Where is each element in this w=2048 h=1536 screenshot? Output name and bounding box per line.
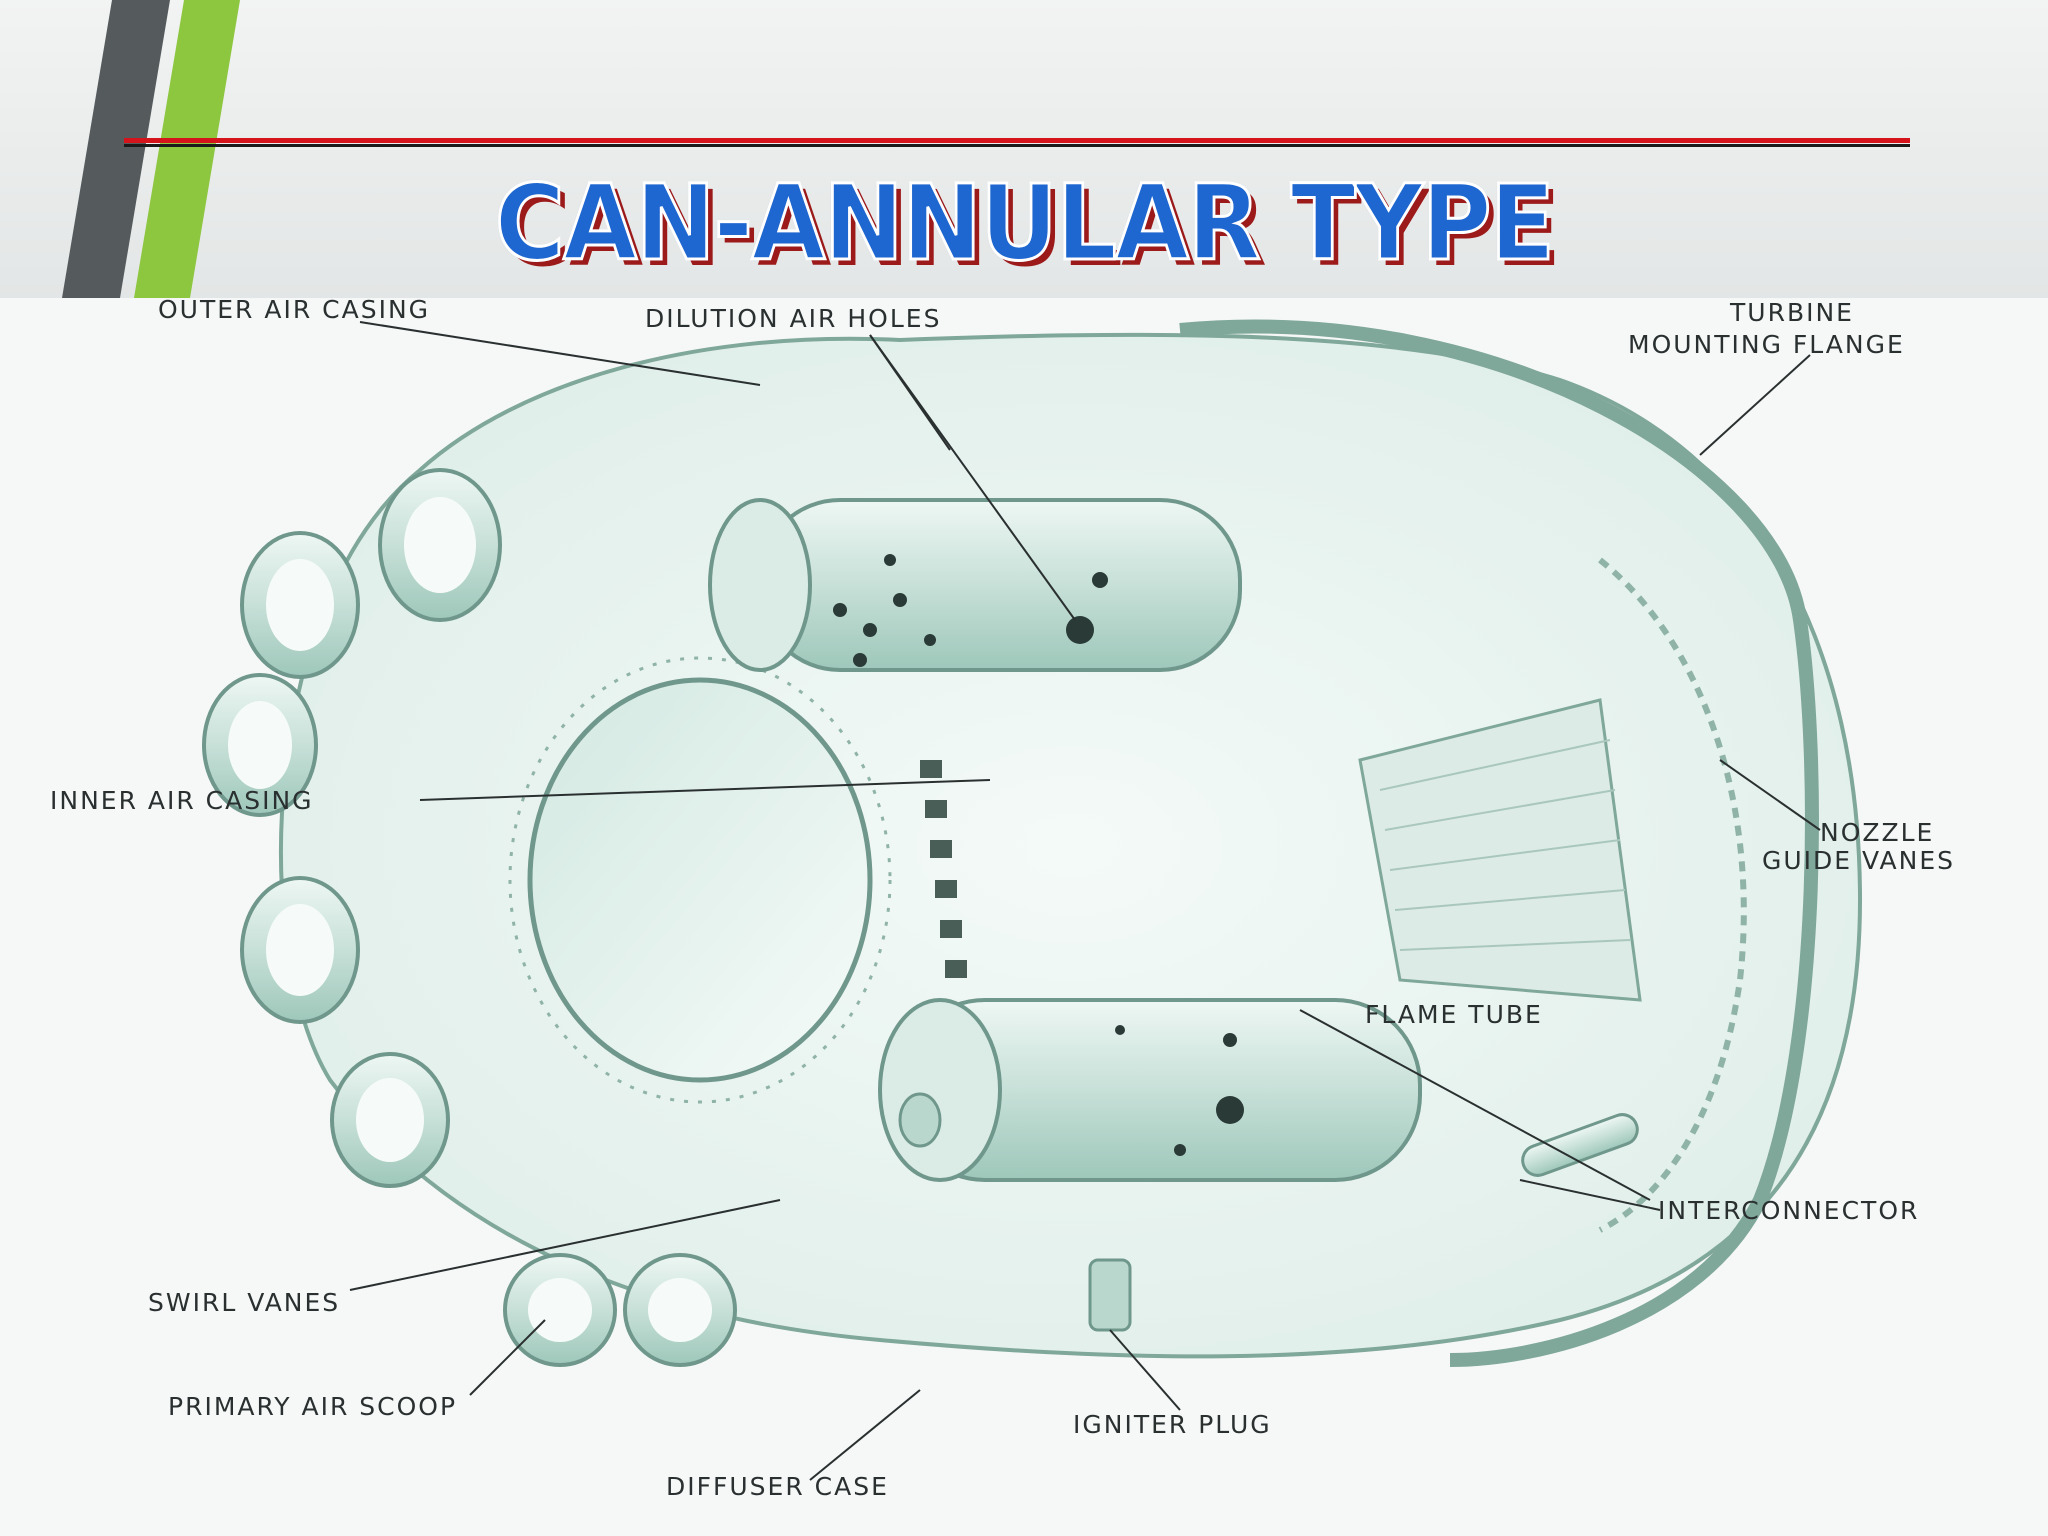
label-outer-air-casing: OUTER AIR CASING: [158, 295, 431, 324]
slide-title-shadow: CAN-ANNULAR TYPE: [500, 168, 1561, 290]
label-dilution-air-holes: DILUTION AIR HOLES: [645, 304, 942, 333]
combustion-chamber-illustration: [202, 319, 1863, 1367]
igniter-plug-shape: [1088, 1258, 1132, 1332]
interconnector-tube: [1521, 1113, 1639, 1177]
title-rule-black: [124, 144, 1910, 147]
central-bore: [527, 677, 873, 1083]
slide-title: CAN-ANNULAR TYPE: [493, 161, 1556, 286]
title-rule-red: [124, 138, 1910, 143]
leader-lines: [349, 321, 1821, 1481]
label-swirl-vanes: SWIRL VANES: [148, 1288, 341, 1317]
label-nozzle-guide-vanes-line1: NOZZLE: [1820, 818, 1935, 847]
nozzle-vane-ring: [1598, 557, 1747, 1233]
label-turbine-mounting-flange-line1: TURBINE: [1730, 298, 1854, 327]
turbine-flange-ring: [1179, 319, 1819, 1367]
flame-tube-lower: [878, 998, 1422, 1182]
label-primary-air-scoop: PRIMARY AIR SCOOP: [168, 1392, 458, 1421]
outer-casing-shape: [279, 332, 1863, 1359]
inner-casing-rivets: [508, 656, 892, 1104]
accent-bar-gray: [62, 0, 170, 298]
label-turbine-mounting-flange-line2: MOUNTING FLANGE: [1628, 330, 1905, 359]
label-flame-tube: FLAME TUBE: [1365, 1000, 1543, 1029]
header-background: [0, 0, 2048, 300]
label-interconnector: INTERCONNECTOR: [1658, 1196, 1920, 1225]
accent-bar-green: [134, 0, 240, 298]
label-diffuser-case: DIFFUSER CASE: [666, 1472, 889, 1501]
flame-tube-upper: [708, 498, 1242, 672]
label-nozzle-guide-vanes-line2: GUIDE VANES: [1762, 846, 1956, 875]
label-inner-air-casing: INNER AIR CASING: [50, 786, 314, 815]
rear-cone: [1358, 698, 1642, 1002]
label-igniter-plug: IGNITER PLUG: [1073, 1410, 1272, 1439]
